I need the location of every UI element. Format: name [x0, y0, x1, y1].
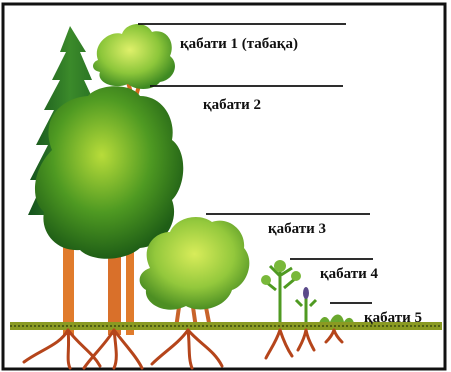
label-layer-3: қабати 3 [268, 221, 326, 237]
label-layer-4: қабати 4 [320, 266, 379, 282]
roots [22, 328, 344, 370]
layer-4-herbs [261, 260, 318, 330]
label-layer-2: қабати 2 [203, 97, 261, 113]
leader-lines [138, 23, 373, 304]
label-layer-1: қабати 1 (табақа) [180, 36, 298, 52]
layer-2-deciduous-tree [34, 86, 184, 335]
label-layer-5: қабати 5 [364, 310, 422, 326]
